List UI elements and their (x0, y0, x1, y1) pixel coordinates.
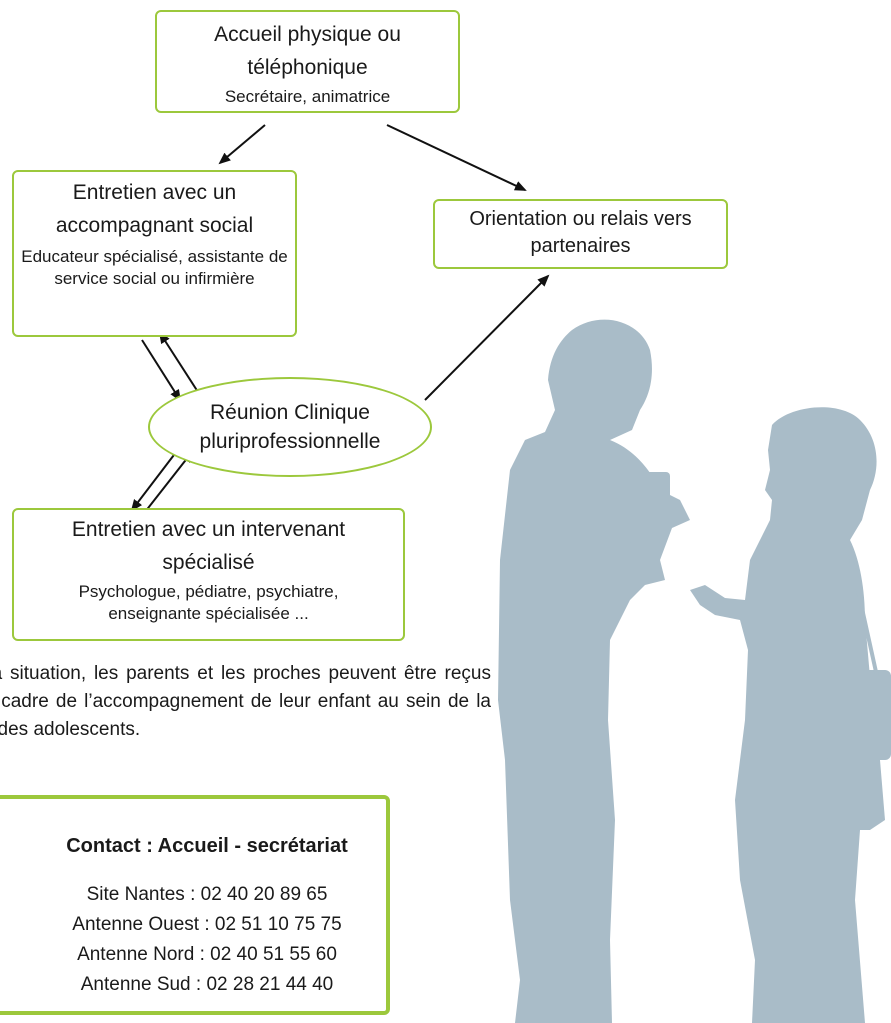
contact-box: Contact : Accueil - secrétariat Site Nan… (0, 795, 394, 1019)
parents-note: Selon la situation, les parents et les p… (0, 660, 494, 770)
contact-line-ouest: Antenne Ouest : 02 51 10 75 75 (72, 914, 342, 935)
arrow-entretien-specialise-to-reunion (144, 450, 194, 513)
node-accueil: Accueil physique ou téléphonique Secréta… (155, 10, 460, 113)
node-reunion: Réunion Clinique pluriprofessionnelle (148, 377, 432, 477)
node-orientation: Orientation ou relais vers partenaires (433, 199, 728, 269)
node-entretien-social-sub: Educateur spécialisé, assistante de serv… (21, 247, 288, 288)
node-entretien-specialise: Entretien avec un intervenant spécialisé… (12, 508, 405, 641)
contact-line-nord: Antenne Nord : 02 40 51 55 60 (77, 944, 337, 965)
contact-heading: Contact : Accueil - secrétariat (66, 835, 348, 857)
node-accueil-sub: Secrétaire, animatrice (224, 87, 391, 106)
node-entretien-social-title: Entretien avec un accompagnant social (55, 181, 254, 237)
arrow-reunion-to-entretien-specialise (130, 446, 181, 512)
node-accueil-title: Accueil physique ou téléphonique (214, 23, 401, 79)
arrow-reunion-to-entretien-social (158, 331, 199, 393)
node-entretien-specialise-sub: Psychologue, pédiatre, psychiatre, ensei… (78, 582, 339, 623)
node-orientation-title: Orientation ou relais vers partenaires (469, 208, 692, 257)
contact-line-nantes: Site Nantes : 02 40 20 89 65 (86, 884, 328, 905)
arrow-reunion-to-orientation (424, 274, 550, 401)
contact-line-sud: Antenne Sud : 02 28 21 44 40 (80, 974, 334, 995)
contact-frame (0, 795, 390, 1015)
arrow-entretien-social-to-reunion (141, 339, 182, 402)
node-entretien-specialise-title: Entretien avec un intervenant spécialisé (71, 518, 346, 574)
parents-note-text: Selon la situation, les parents et les p… (0, 663, 491, 740)
node-entretien-social: Entretien avec un accompagnant social Ed… (12, 170, 297, 337)
arrow-accueil-to-entretien-social (218, 124, 266, 165)
contact-lines: Site Nantes : 02 40 20 89 65 Antenne Oue… (20, 880, 394, 1000)
node-reunion-title: Réunion Clinique pluriprofessionnelle (199, 401, 381, 453)
arrow-accueil-to-orientation (386, 124, 527, 191)
